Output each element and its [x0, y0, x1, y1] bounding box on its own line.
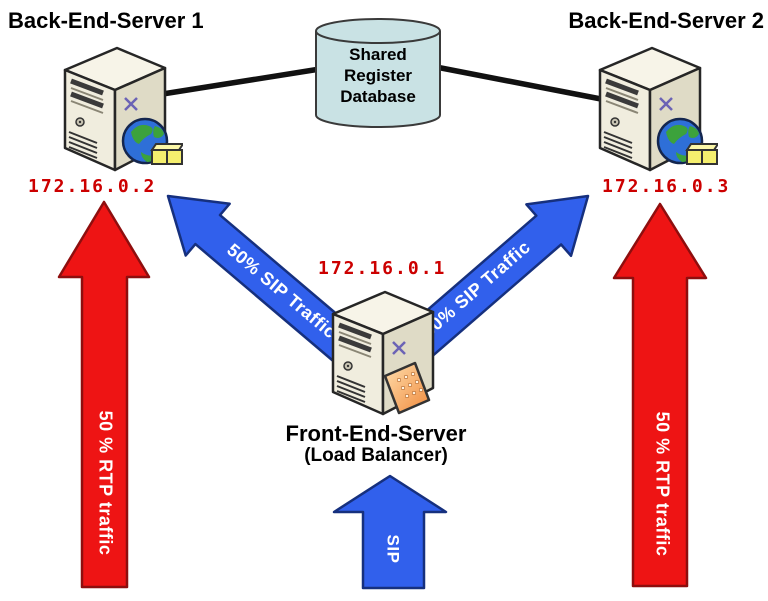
link-database-bes2 — [433, 64, 604, 102]
bes1-title: Back-End-Server 1 — [8, 8, 204, 33]
database-cylinder-top — [315, 18, 441, 44]
bes1-ip: 172.16.0.2 — [28, 176, 157, 197]
server-icon-bes2 — [588, 40, 718, 175]
server-icon-front-end — [321, 284, 451, 419]
database-label: Shared Register Database — [340, 45, 416, 106]
server-icon-bes1 — [53, 40, 183, 175]
sip-arrow-in — [332, 474, 448, 590]
rtp-right-label: 50 % RTP traffic — [652, 412, 672, 557]
fes-title: Front-End-Server — [285, 421, 467, 446]
rtp-arrow-right — [612, 202, 708, 588]
sip-in-label: SIP — [384, 535, 403, 564]
bes2-ip: 172.16.0.3 — [602, 176, 731, 197]
link-bes1-database — [147, 66, 323, 99]
rtp-left-label: 50 % RTP traffic — [95, 411, 115, 556]
bes2-title: Back-End-Server 2 — [568, 8, 764, 33]
rtp-arrow-left — [57, 200, 151, 589]
database-icon — [315, 18, 441, 128]
fes-subtitle: (Load Balancer) — [304, 445, 448, 466]
fes-ip: 172.16.0.1 — [318, 258, 447, 279]
database-cylinder-body — [315, 31, 441, 128]
